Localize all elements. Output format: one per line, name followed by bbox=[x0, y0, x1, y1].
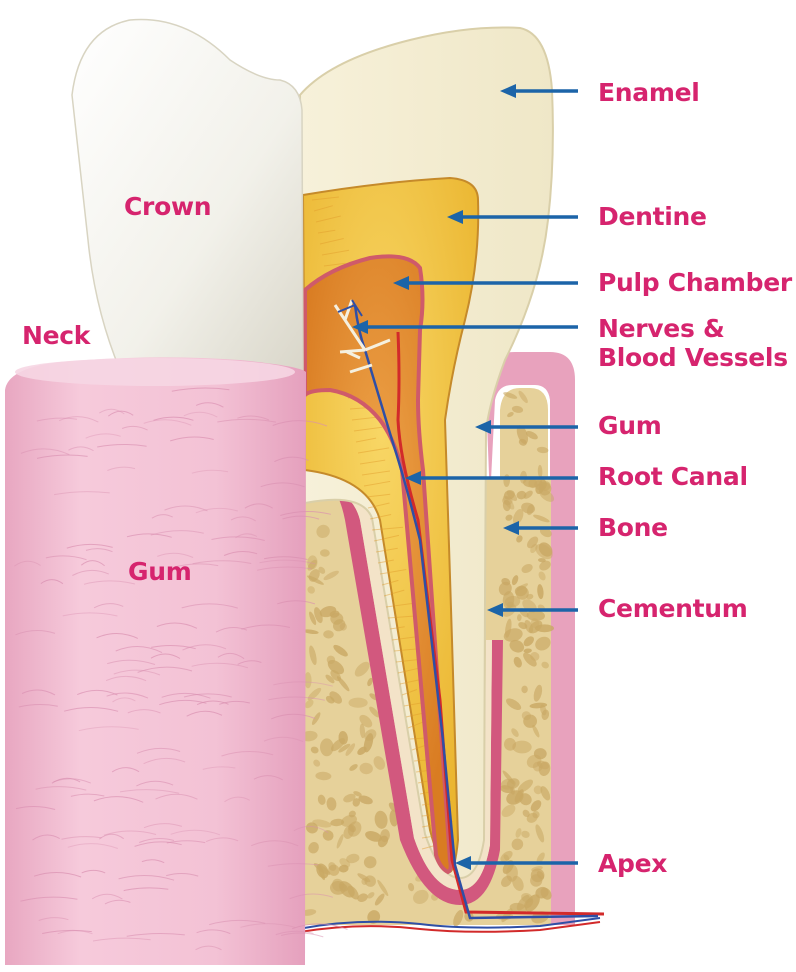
label-apex: Apex bbox=[598, 849, 667, 879]
label-nerves-line1: Nerves & bbox=[598, 314, 788, 343]
label-root-canal: Root Canal bbox=[598, 462, 748, 492]
label-nerves-blood-vessels: Nerves & Blood Vessels bbox=[598, 314, 788, 372]
label-cementum: Cementum bbox=[598, 594, 748, 624]
label-gum-right: Gum bbox=[598, 411, 661, 441]
label-gum-left: Gum bbox=[128, 557, 191, 587]
label-enamel: Enamel bbox=[598, 78, 700, 108]
label-pulp-chamber: Pulp Chamber bbox=[598, 268, 792, 298]
gum-left bbox=[5, 357, 306, 965]
label-neck: Neck bbox=[22, 321, 90, 351]
label-dentine: Dentine bbox=[598, 202, 707, 232]
label-bone: Bone bbox=[598, 513, 668, 543]
label-crown: Crown bbox=[124, 192, 211, 222]
label-nerves-line2: Blood Vessels bbox=[598, 343, 788, 372]
